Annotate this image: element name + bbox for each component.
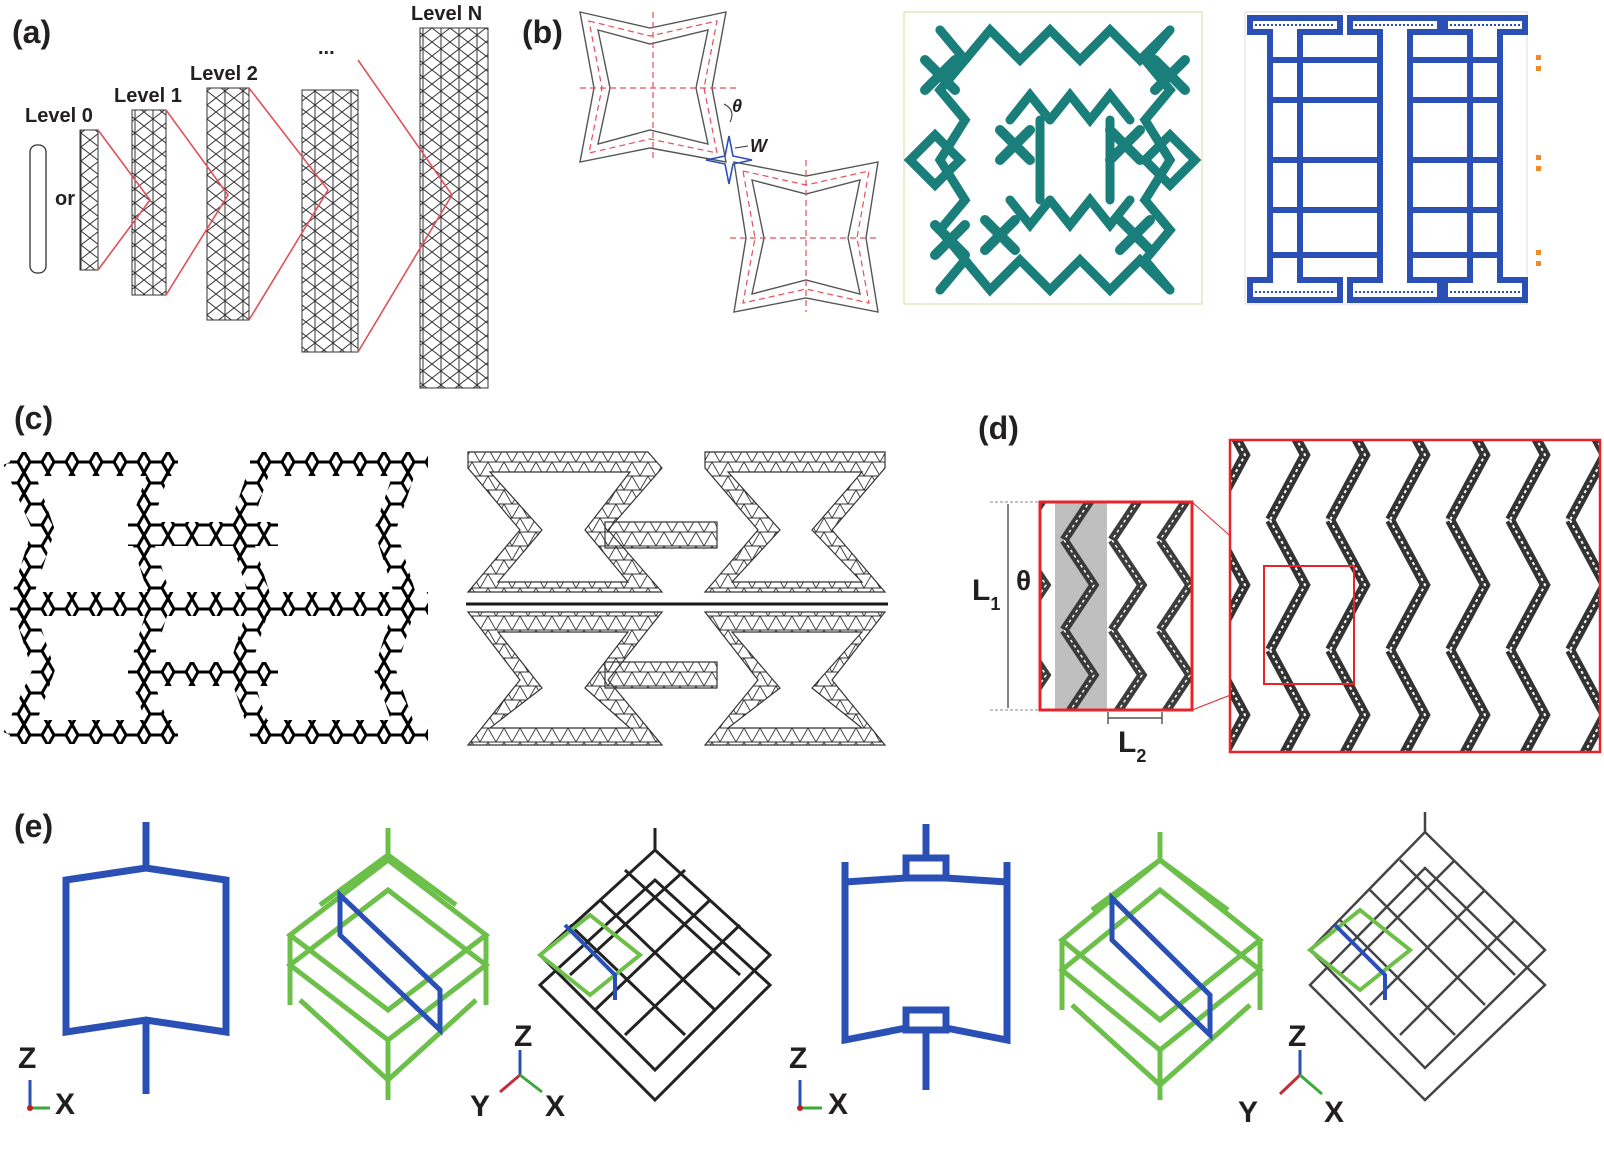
panel-b-teal-lattice bbox=[903, 11, 1203, 305]
level-1-label: Level 1 bbox=[114, 85, 182, 107]
d-theta-label: θ bbox=[1016, 565, 1031, 596]
level-n-label: Level N bbox=[411, 3, 482, 25]
theta-arc bbox=[723, 103, 733, 123]
axis3d-x-label: X bbox=[545, 1090, 565, 1123]
panel-e-unit-cell-2 bbox=[841, 824, 1011, 1090]
panel-label-b: (b) bbox=[522, 14, 563, 50]
l1-label: L1 bbox=[972, 574, 1000, 614]
panel-d-chevron: L1 θ L2 bbox=[972, 438, 1602, 766]
ellipsis-label: ... bbox=[318, 37, 335, 59]
axis2-z-label: Z bbox=[789, 1042, 807, 1075]
axis3d-y-label: Y bbox=[470, 1090, 490, 1123]
axes-2d-2: Z X bbox=[789, 1042, 848, 1121]
levelN-column bbox=[419, 27, 489, 389]
axes-2d-1: Z X bbox=[18, 1042, 75, 1121]
level-connectors bbox=[97, 59, 453, 353]
panel-c-hexagonal-structure bbox=[3, 452, 428, 744]
panel-c-triangular-structure bbox=[466, 451, 888, 746]
joint-star bbox=[705, 135, 753, 185]
axis-z-label: Z bbox=[18, 1042, 36, 1075]
star-cell-lower bbox=[730, 160, 880, 313]
l2-label: L2 bbox=[1118, 726, 1146, 766]
zoom-source-box bbox=[1263, 565, 1355, 685]
panel-label-d: (d) bbox=[978, 410, 1019, 446]
axis2-x-label: X bbox=[828, 1088, 848, 1121]
axes-3d-2: Z Y X bbox=[1238, 1020, 1344, 1129]
axis3d2-y-label: Y bbox=[1238, 1096, 1258, 1129]
panel-e-3d-lattice-1 bbox=[285, 828, 491, 1100]
w-label: W bbox=[750, 136, 769, 156]
axis-x-label: X bbox=[55, 1088, 75, 1121]
panel-b-blue-lattice bbox=[1244, 11, 1541, 305]
panel-e-3d-black-lattice-2 bbox=[1306, 812, 1547, 1102]
or-label: or bbox=[55, 188, 75, 210]
full-chevron-lattice bbox=[1228, 438, 1602, 754]
star-cell-upper bbox=[579, 11, 740, 163]
level-0-label: Level 0 bbox=[25, 105, 93, 127]
panel-a-hierarchy: Level 0 or Level 1 Level 2 ... Level N bbox=[25, 3, 489, 389]
axis3d2-x-label: X bbox=[1324, 1096, 1344, 1129]
panel-label-c: (c) bbox=[14, 400, 54, 436]
axis3d-z-label: Z bbox=[514, 1020, 532, 1053]
zoom-box bbox=[1038, 500, 1194, 712]
axes-3d-1: Z Y X bbox=[470, 1020, 565, 1123]
panel-e-3d-black-lattice-1 bbox=[536, 828, 773, 1103]
level-2-label: Level 2 bbox=[190, 63, 258, 85]
panel-b-star-unit: θ W bbox=[579, 11, 880, 313]
panel-e-unit-cell-1 bbox=[62, 822, 230, 1094]
axis3d2-z-label: Z bbox=[1288, 1020, 1306, 1053]
theta-label: θ bbox=[732, 96, 742, 116]
level0-column bbox=[79, 129, 99, 271]
level0-rod bbox=[29, 144, 47, 274]
panel-label-e: (e) bbox=[14, 808, 54, 844]
panel-label-a: (a) bbox=[12, 14, 52, 50]
level2-column bbox=[206, 87, 250, 321]
level3-column bbox=[301, 89, 359, 353]
panel-e-3d-lattice-2 bbox=[1058, 832, 1265, 1100]
